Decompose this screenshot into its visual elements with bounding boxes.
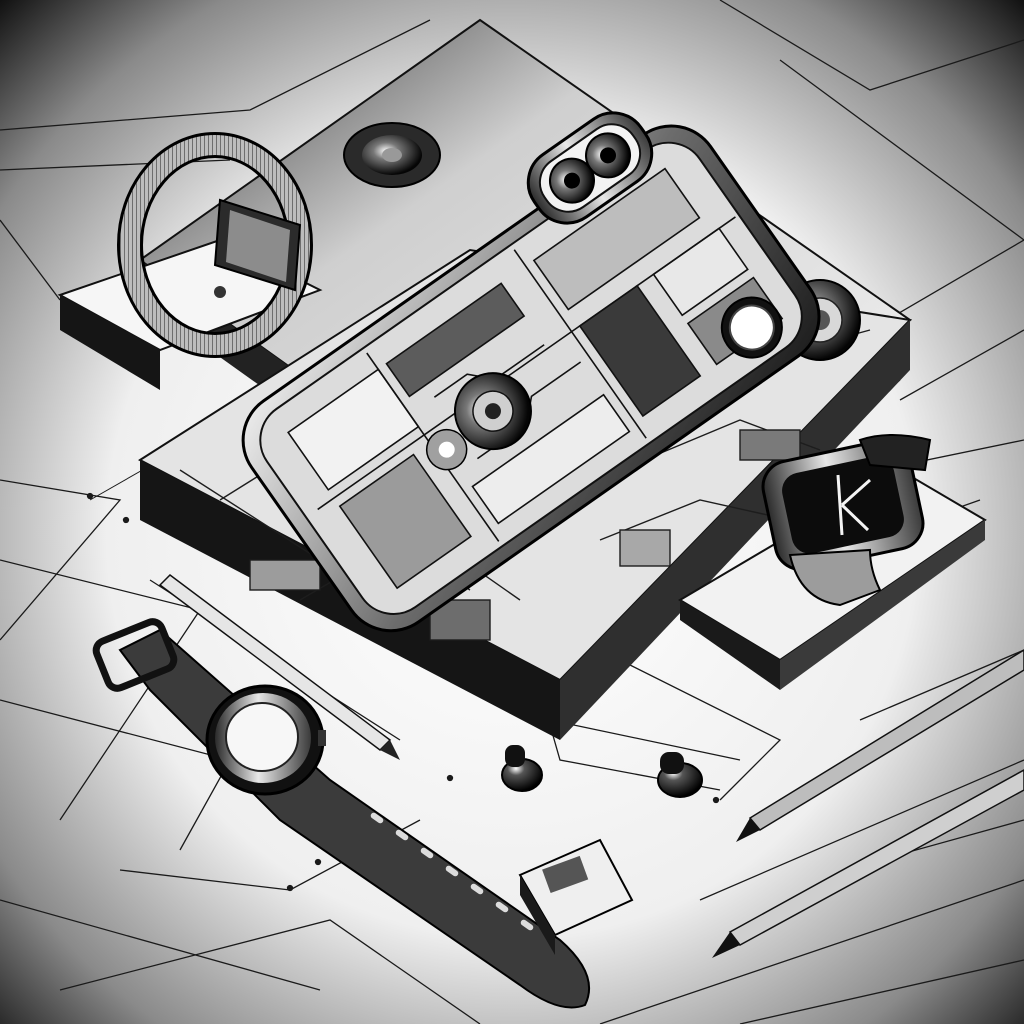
lens-ring xyxy=(720,296,783,359)
pencil-left xyxy=(158,574,400,760)
two-pencils xyxy=(158,574,1024,958)
square-smartwatch-on-stand xyxy=(678,434,987,690)
watch-face-hands xyxy=(836,474,871,536)
small-chip-block xyxy=(518,838,634,955)
pair-of-wireless-earbuds xyxy=(501,745,703,798)
strap-holes xyxy=(370,812,534,931)
square-smartwatch-with-mesh-band xyxy=(57,132,323,390)
round-smartwatch-with-strap xyxy=(92,618,591,1009)
panel-lens xyxy=(343,122,441,188)
smartphone-rear-teardown xyxy=(241,124,821,633)
pencil-right-top xyxy=(736,649,1024,842)
internal-gear-cluster xyxy=(425,372,532,471)
pencil-right-bottom xyxy=(712,769,1024,958)
dual-camera-module xyxy=(526,111,654,225)
